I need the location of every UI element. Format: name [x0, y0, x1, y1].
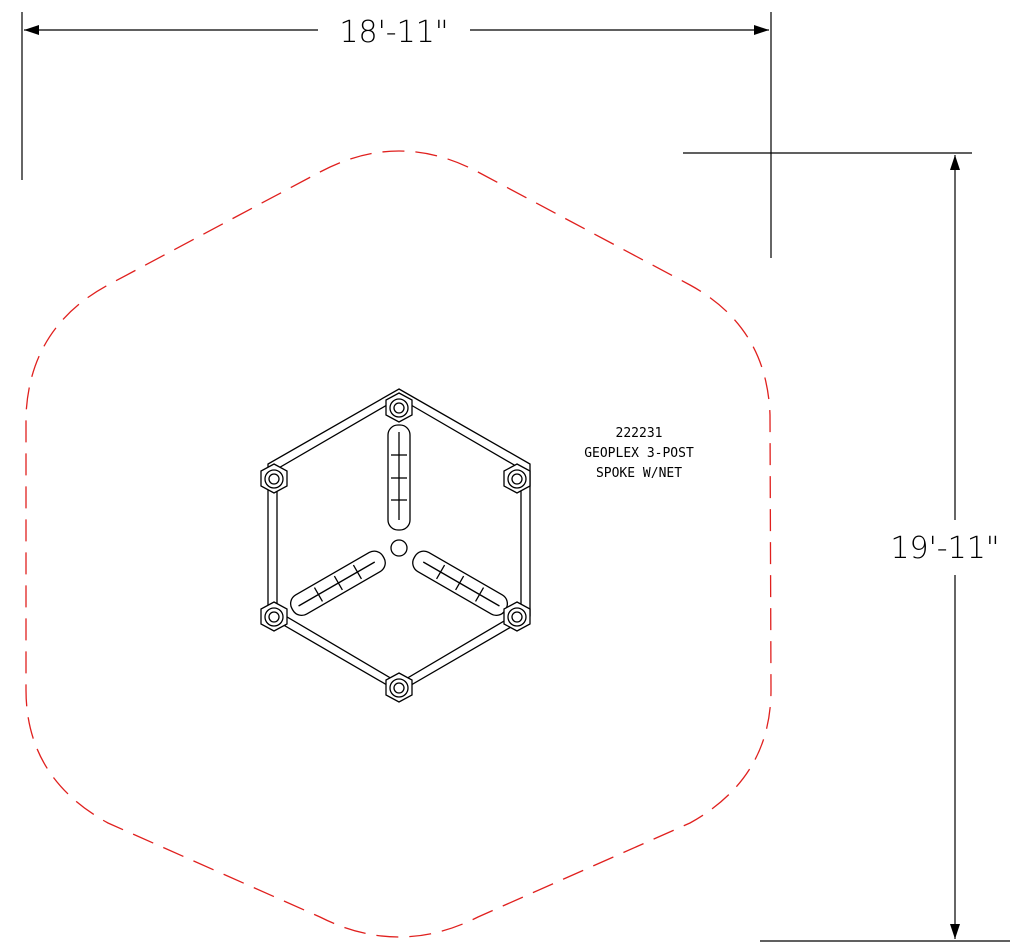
post-top	[385, 392, 413, 423]
height-dimension: 19'-11"	[683, 152, 1010, 942]
center-hub	[390, 539, 408, 557]
component-name: GEOPLEX 3-POST	[584, 446, 694, 461]
post-lower-right	[503, 601, 531, 632]
spoke-north	[387, 424, 411, 531]
post-bottom	[385, 672, 413, 703]
post-upper-right	[503, 463, 531, 494]
use-zone-boundary	[25, 150, 772, 938]
post-upper-left	[260, 463, 288, 494]
spoke-southeast-bar	[289, 550, 386, 617]
spoke-north-bar	[387, 424, 411, 531]
geoplex-structure	[260, 388, 531, 703]
width-dimension-label: 18'-11"	[339, 15, 448, 50]
component-label: 222231 GEOPLEX 3-POST SPOKE W/NET	[584, 426, 694, 481]
spoke-southeast	[289, 550, 386, 617]
width-dimension: 18'-11"	[21, 12, 772, 258]
spoke-southwest	[412, 550, 509, 617]
component-description: SPOKE W/NET	[596, 466, 682, 481]
post-lower-left	[260, 601, 288, 632]
height-dimension-label: 19'-11"	[890, 531, 999, 566]
part-number: 222231	[616, 426, 663, 441]
